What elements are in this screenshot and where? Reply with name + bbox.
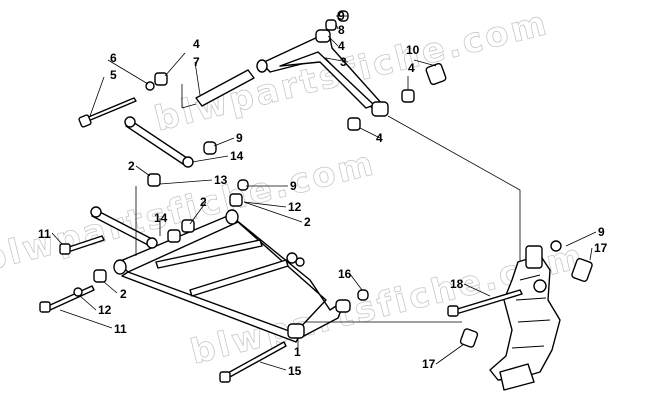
connection-lines xyxy=(135,84,521,323)
steering-knuckle xyxy=(459,240,593,391)
lower-bolts xyxy=(39,235,287,383)
upper-pivot-bolt xyxy=(78,97,137,128)
callout-8: 8 xyxy=(338,23,345,37)
upper-arm-bushings xyxy=(145,10,447,131)
callout-13: 13 xyxy=(214,173,228,187)
callout-9: 9 xyxy=(290,179,297,193)
callout-11: 11 xyxy=(38,227,51,241)
callout-2: 2 xyxy=(200,195,207,209)
callout-10: 10 xyxy=(406,43,420,57)
callout-17: 17 xyxy=(422,357,436,371)
callout-2: 2 xyxy=(120,287,127,301)
callout-2: 2 xyxy=(128,159,135,173)
callout-4: 4 xyxy=(376,131,383,145)
callout-9: 9 xyxy=(338,9,345,23)
callout-9: 9 xyxy=(598,225,605,239)
callout-6: 6 xyxy=(110,51,117,65)
callout-18: 18 xyxy=(450,277,464,291)
callout-17: 17 xyxy=(594,241,608,255)
lower-a-arm xyxy=(113,209,351,343)
callout-leaders xyxy=(51,15,597,371)
callout-15: 15 xyxy=(288,364,302,378)
upper-spacer-tube xyxy=(195,69,255,107)
knuckle-bolt xyxy=(447,289,523,317)
callout-5: 5 xyxy=(110,68,117,82)
callout-9: 9 xyxy=(236,131,243,145)
callout-labels: 9 8 4 3 4 7 6 5 10 4 4 9 14 2 13 9 12 2 … xyxy=(38,9,608,378)
callout-4: 4 xyxy=(408,61,415,75)
callout-7: 7 xyxy=(193,55,200,69)
callout-12: 12 xyxy=(98,303,112,317)
callout-1: 1 xyxy=(294,345,301,359)
callout-16: 16 xyxy=(338,267,352,281)
callout-14: 14 xyxy=(230,149,244,163)
callout-12: 12 xyxy=(288,200,302,214)
callout-14: 14 xyxy=(154,211,168,225)
upper-a-arm xyxy=(256,29,389,117)
lower-stabilizer-link xyxy=(90,206,158,249)
callout-2: 2 xyxy=(304,215,311,229)
callout-4: 4 xyxy=(193,37,200,51)
lower-arm-bushings xyxy=(93,173,369,301)
callout-4: 4 xyxy=(338,39,345,53)
callout-11: 11 xyxy=(114,322,127,336)
callout-3: 3 xyxy=(340,55,347,69)
